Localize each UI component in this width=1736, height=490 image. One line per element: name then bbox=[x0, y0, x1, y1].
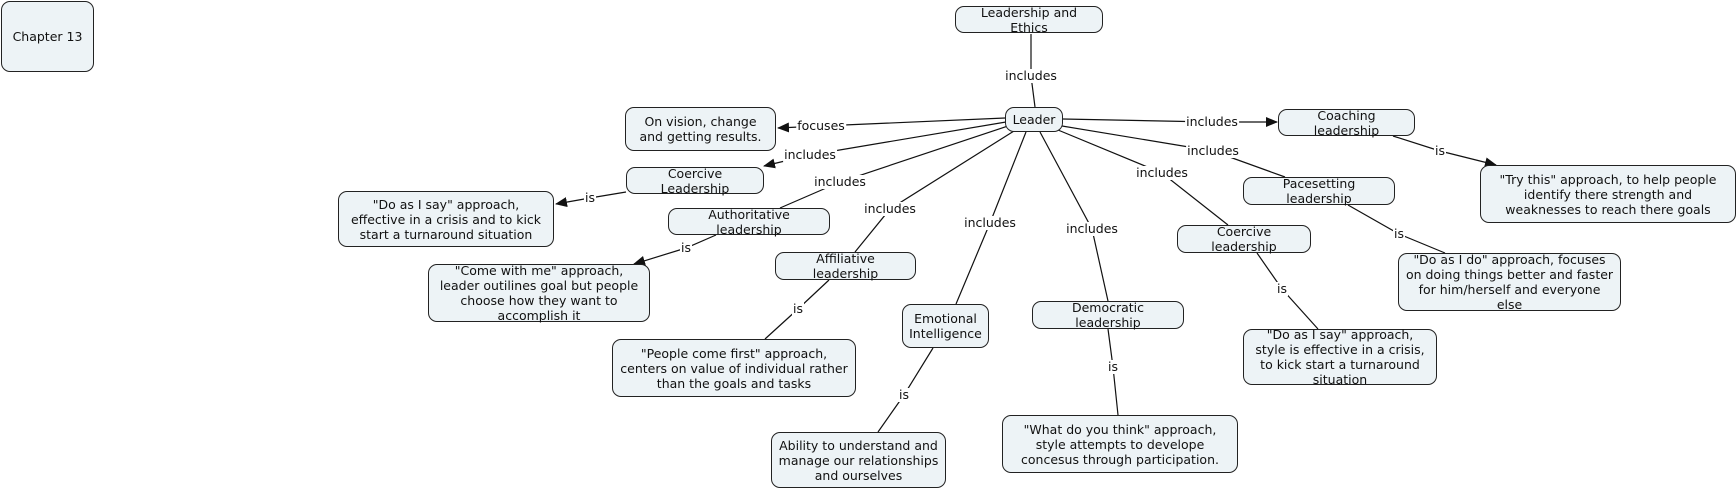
node-leader[interactable]: Leader bbox=[1005, 107, 1063, 132]
edge-label: is bbox=[1434, 143, 1446, 158]
edge-label: includes bbox=[963, 215, 1017, 230]
edge-label: includes bbox=[1185, 114, 1239, 129]
node-text: "Come with me" approach, leader outiline… bbox=[439, 263, 639, 323]
edge-label: includes bbox=[1065, 221, 1119, 236]
node-coercive-leadership-left[interactable]: Coercive Leadership bbox=[626, 165, 764, 196]
edge-label: is bbox=[1276, 281, 1288, 296]
node-coaching-description[interactable]: "Try this" approach, to help people iden… bbox=[1480, 165, 1736, 223]
node-text: "Try this" approach, to help people iden… bbox=[1499, 171, 1717, 217]
node-authoritative-description[interactable]: "Come with me" approach, leader outiline… bbox=[428, 263, 650, 323]
edge-label: focuses bbox=[796, 118, 846, 133]
node-coercive-leadership-right[interactable]: Coercive leadership bbox=[1177, 224, 1311, 254]
node-text: Leadership and Ethics bbox=[980, 4, 1078, 35]
node-text: "Do as I say" approach, effective in a c… bbox=[350, 196, 542, 242]
edge-label: is bbox=[898, 387, 910, 402]
node-text: "Do as I say" approach, style is effecti… bbox=[1255, 327, 1425, 387]
edge-line-11 bbox=[633, 234, 717, 266]
node-emotional-description[interactable]: Ability to understand and manage our rel… bbox=[771, 432, 946, 488]
node-coercive-left-description[interactable]: "Do as I say" approach, effective in a c… bbox=[338, 191, 554, 247]
node-text: Pacesetting leadership bbox=[1282, 176, 1356, 206]
node-text: "Do as I do" approach, focuses on doing … bbox=[1405, 252, 1614, 312]
edge-label: includes bbox=[1186, 143, 1240, 158]
edge-line-9 bbox=[1062, 117, 1278, 127]
edge-line-4 bbox=[854, 130, 1015, 253]
node-chapter[interactable]: Chapter 13 bbox=[1, 1, 94, 72]
node-text: On vision, change and getting results. bbox=[639, 114, 762, 144]
node-coercive-right-description[interactable]: "Do as I say" approach, style is effecti… bbox=[1243, 327, 1437, 387]
node-text: Coercive Leadership bbox=[660, 165, 730, 196]
edge-label: includes bbox=[1135, 165, 1189, 180]
edge-label: includes bbox=[783, 147, 837, 162]
node-text: Leader bbox=[1012, 112, 1056, 127]
edge-label: includes bbox=[813, 174, 867, 189]
edge-label: is bbox=[1393, 226, 1405, 241]
edge-label: is bbox=[584, 190, 596, 205]
edge-line-6 bbox=[1039, 131, 1109, 302]
node-emotional-intelligence[interactable]: Emotional Intelligence bbox=[902, 304, 989, 348]
node-text: Emotional Intelligence bbox=[909, 311, 982, 341]
edge-label: is bbox=[792, 301, 804, 316]
node-text: "What do you think" approach, style atte… bbox=[1021, 421, 1219, 467]
node-text: Authoritative leadership bbox=[708, 206, 790, 237]
edge-label: is bbox=[680, 240, 692, 255]
node-affiliative-leadership[interactable]: Affiliative leadership bbox=[775, 251, 916, 281]
node-text: Ability to understand and manage our rel… bbox=[778, 437, 939, 483]
edge-line-3 bbox=[779, 125, 1009, 209]
node-affiliative-description[interactable]: "People come first" approach, centers on… bbox=[612, 339, 856, 397]
node-text: Coercive leadership bbox=[1211, 224, 1277, 254]
node-text: Affiliative leadership bbox=[812, 251, 879, 281]
node-text: Chapter 13 bbox=[12, 29, 83, 44]
node-text: Coaching leadership bbox=[1313, 107, 1380, 138]
node-authoritative-leadership[interactable]: Authoritative leadership bbox=[668, 206, 830, 237]
node-democratic-leadership[interactable]: Democratic leadership bbox=[1032, 300, 1184, 330]
node-coaching-leadership[interactable]: Coaching leadership bbox=[1278, 107, 1415, 138]
node-leadership-ethics[interactable]: Leadership and Ethics bbox=[955, 4, 1103, 35]
node-pacesetting-description[interactable]: "Do as I do" approach, focuses on doing … bbox=[1398, 252, 1621, 312]
node-pacesetting-leadership[interactable]: Pacesetting leadership bbox=[1243, 176, 1395, 206]
edge-label: is bbox=[1107, 359, 1119, 374]
node-democratic-description[interactable]: "What do you think" approach, style atte… bbox=[1002, 415, 1238, 473]
edge-label: includes bbox=[863, 201, 917, 216]
node-text: "People come first" approach, centers on… bbox=[620, 345, 848, 391]
edge-label: includes bbox=[1004, 68, 1058, 83]
node-vision[interactable]: On vision, change and getting results. bbox=[625, 107, 776, 151]
node-text: Democratic leadership bbox=[1071, 300, 1145, 330]
